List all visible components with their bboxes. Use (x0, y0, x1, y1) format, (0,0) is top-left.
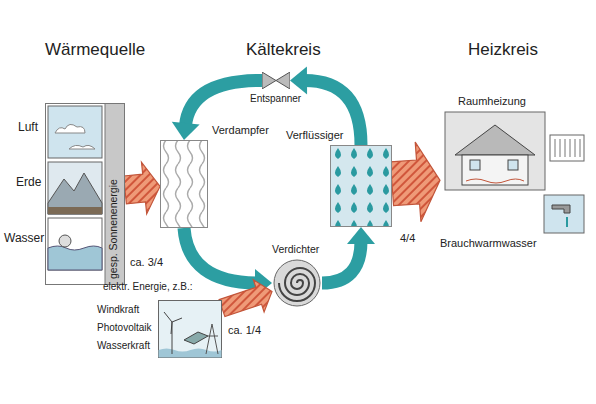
arrow-head (172, 122, 200, 140)
illustration-part (48, 173, 102, 214)
energy-flow-arrow (219, 280, 272, 317)
energy-flow-arrow-body (219, 280, 272, 317)
node-text: Brauchwarmwasser (440, 237, 537, 250)
energy-flow-arrow-body (124, 162, 160, 214)
illustration (272, 258, 322, 308)
illustration-part (274, 260, 320, 306)
compressor: Verdichter (272, 258, 322, 308)
source-label: Erde (16, 176, 41, 190)
source-label: Wasser (4, 232, 44, 246)
column-heading: Heizkreis (468, 40, 538, 60)
refrigerant-arrow (322, 227, 375, 283)
heat-source-panel: gesp. Sonnenenergie (45, 103, 125, 285)
illustration-part (159, 301, 222, 358)
evaporator: Verdampfer (160, 140, 208, 228)
arrow-head (347, 227, 375, 244)
node-text: gesp. Sonnenenergie (107, 179, 119, 279)
flow-share-label: ca. 1/4 (226, 324, 263, 337)
illustration-part (555, 139, 580, 157)
heating-circuit-panel: RaumheizungBrauchwarmwasser (440, 95, 588, 255)
illustration (440, 95, 588, 255)
illustration-part (466, 179, 524, 183)
flow-share-label: ca. 3/4 (128, 256, 165, 269)
illustration-part (48, 246, 102, 270)
column-heading: Wärmequelle (45, 40, 145, 60)
illustration-part (276, 72, 290, 89)
illustration-part (470, 160, 480, 170)
energy-flow-arrow (124, 162, 160, 214)
illustration-part (262, 72, 276, 89)
illustration-part (161, 141, 208, 228)
illustration-part (462, 155, 528, 185)
column-heading: Kältekreis (246, 40, 321, 60)
illustration-part (48, 218, 102, 270)
node-text: Photovoltaik (97, 322, 151, 334)
flow-share-label: 4/4 (398, 232, 417, 245)
illustration (330, 145, 392, 227)
illustration-part (552, 205, 570, 213)
node-text: Raumheizung (458, 95, 526, 108)
illustration-part (331, 146, 392, 227)
node-text: Verdampfer (212, 124, 269, 137)
illustration-part (48, 162, 102, 214)
expansion-valve: Entspanner (262, 72, 290, 89)
illustration-part (184, 332, 208, 344)
illustration (160, 140, 208, 228)
energy-label: elektr. Energie, z.B.: (103, 281, 193, 293)
illustration (158, 300, 222, 358)
refrigerant-arrow-line (322, 241, 361, 283)
energy-flow-arrow-body (390, 142, 440, 222)
refrigerant-arrow-line (184, 228, 258, 283)
node-text: Windkraft (97, 304, 139, 316)
illustration-part (331, 146, 392, 227)
illustration-part (55, 124, 85, 133)
illustration-part (105, 104, 125, 285)
illustration-part (69, 145, 95, 149)
illustration-part (544, 195, 584, 233)
node-text: Verflüssiger (286, 129, 343, 142)
illustration-part (455, 125, 535, 155)
condenser: Verflüssiger (330, 145, 392, 227)
node-text: Wasserkraft (97, 340, 150, 352)
illustration-part (159, 349, 222, 358)
illustration-part (48, 106, 102, 158)
illustration-part (550, 135, 584, 161)
illustration-part (46, 104, 125, 285)
illustration-part (206, 324, 218, 354)
electric-source-panel: WindkraftPhotovoltaikWasserkraft (97, 300, 222, 358)
illustration-part (566, 217, 568, 227)
illustration (262, 72, 290, 89)
node-text: Entspanner (250, 93, 301, 105)
illustration-part (508, 160, 518, 170)
arrow-head (290, 66, 307, 94)
illustration-part (164, 312, 182, 354)
illustration-part (279, 268, 315, 301)
energy-flow-arrow (390, 142, 440, 222)
illustration-part (445, 112, 545, 190)
illustration-part (161, 141, 208, 228)
illustration-part (59, 235, 71, 247)
node-text: Verdichter (272, 243, 319, 255)
illustration-part (48, 207, 102, 214)
source-label: Luft (18, 121, 38, 135)
